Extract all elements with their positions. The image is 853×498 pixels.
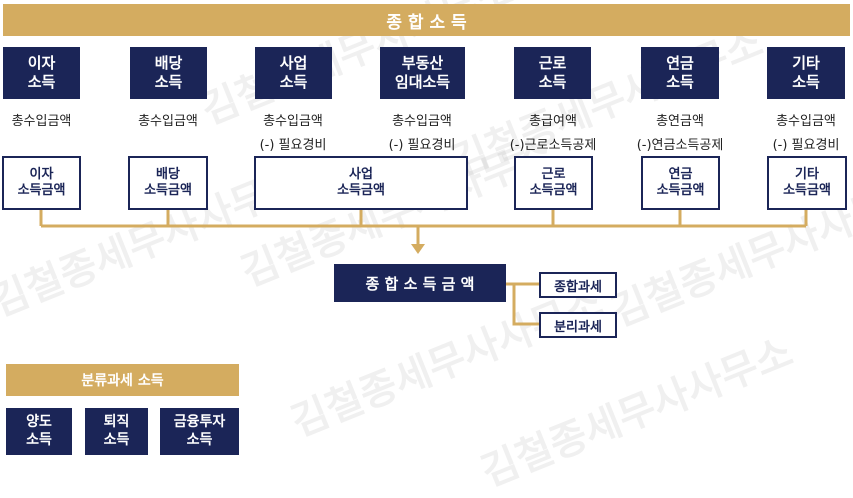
classified-item-investment: 금융투자 소득 bbox=[160, 408, 239, 455]
total-income-label: 종 합 소 득 금 액 bbox=[365, 274, 475, 293]
category-desc: 총수입금액 bbox=[11, 114, 72, 129]
classified-income-banner: 분류과세 소득 bbox=[6, 364, 239, 396]
category-desc: 총수입금액 bbox=[263, 114, 323, 129]
category-desc: (-)근로소득공제 bbox=[509, 138, 597, 153]
category-dividend: 배당 소득 bbox=[130, 47, 207, 99]
category-desc: 총수입금액 bbox=[138, 114, 198, 129]
category-desc: 총급여액 bbox=[529, 114, 577, 129]
connector-lines bbox=[39, 210, 808, 326]
classified-item-transfer: 양도 소득 bbox=[6, 408, 72, 455]
header-banner: 종 합 소 득 bbox=[3, 4, 850, 36]
category-desc: 총수입금액 bbox=[392, 114, 452, 129]
result-earned: 근로 소득금액 bbox=[514, 156, 593, 210]
total-income-box: 종 합 소 득 금 액 bbox=[334, 264, 506, 302]
result-business: 사업 소득금액 bbox=[254, 156, 468, 210]
category-interest: 이자 소득 bbox=[3, 47, 80, 99]
separate-taxation-box: 분리과세 bbox=[539, 312, 617, 338]
result-pension: 연금 소득금액 bbox=[641, 156, 720, 210]
result-other: 기타 소득금액 bbox=[767, 156, 847, 210]
category-desc: (-)연금소득공제 bbox=[636, 138, 724, 153]
classified-income-title: 분류과세 소득 bbox=[81, 373, 164, 389]
category-pension: 연금 소득 bbox=[641, 47, 719, 99]
category-desc: (-) 필요경비 bbox=[772, 138, 840, 153]
result-interest: 이자 소득금액 bbox=[2, 156, 81, 210]
combined-taxation-box: 종합과세 bbox=[539, 272, 617, 298]
category-other: 기타 소득 bbox=[767, 47, 845, 99]
category-desc: 총연금액 bbox=[656, 114, 704, 129]
category-earned: 근로 소득 bbox=[514, 47, 591, 99]
classified-item-retirement: 퇴직 소득 bbox=[85, 408, 148, 455]
category-desc: (-) 필요경비 bbox=[259, 138, 327, 153]
result-dividend: 배당 소득금액 bbox=[128, 156, 208, 210]
category-desc: 총수입금액 bbox=[776, 114, 836, 129]
category-desc: (-) 필요경비 bbox=[388, 138, 456, 153]
category-real-estate-rental: 부동산 임대소득 bbox=[380, 47, 465, 99]
arrow-down-icon bbox=[411, 244, 425, 254]
page-title: 종 합 소 득 bbox=[386, 12, 467, 33]
category-business: 사업 소득 bbox=[255, 47, 332, 99]
